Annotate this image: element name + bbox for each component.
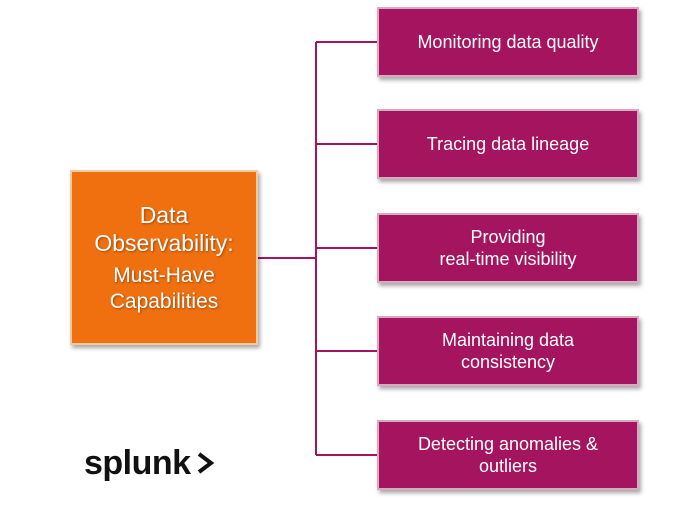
capability-label: consistency [460, 352, 556, 372]
capability-label: Monitoring data quality [417, 32, 599, 52]
splunk-logo: splunk [84, 440, 215, 486]
capability-label: Detecting anomalies & [417, 434, 599, 454]
capability-monitoring-data-quality: Monitoring data quality [377, 7, 639, 77]
capability-label: real-time visibility [439, 249, 577, 269]
root-subtitle: Must-Have Capabilities [110, 263, 219, 315]
root-node: Data Observability: Must-Have Capabiliti… [70, 170, 258, 345]
root-title-line: Data [139, 201, 189, 228]
capability-label: Tracing data lineage [426, 134, 590, 154]
capability-data-consistency: Maintaining data consistency [377, 316, 639, 386]
capability-real-time-visibility: Providing real-time visibility [377, 213, 639, 283]
capability-label: Providing [470, 227, 546, 247]
capability-label: outliers [478, 456, 538, 476]
root-subtitle-line: Must-Have [113, 263, 215, 287]
capability-label: Maintaining data [441, 330, 575, 350]
logo-wordmark: splunk [84, 443, 191, 482]
root-title-line: Observability: [94, 229, 234, 256]
capability-tracing-data-lineage: Tracing data lineage [377, 109, 639, 179]
root-title: Data Observability: [94, 201, 233, 257]
root-subtitle-line: Capabilities [109, 289, 219, 313]
chevron-right-icon [197, 452, 214, 474]
capability-detecting-anomalies: Detecting anomalies & outliers [377, 420, 639, 490]
